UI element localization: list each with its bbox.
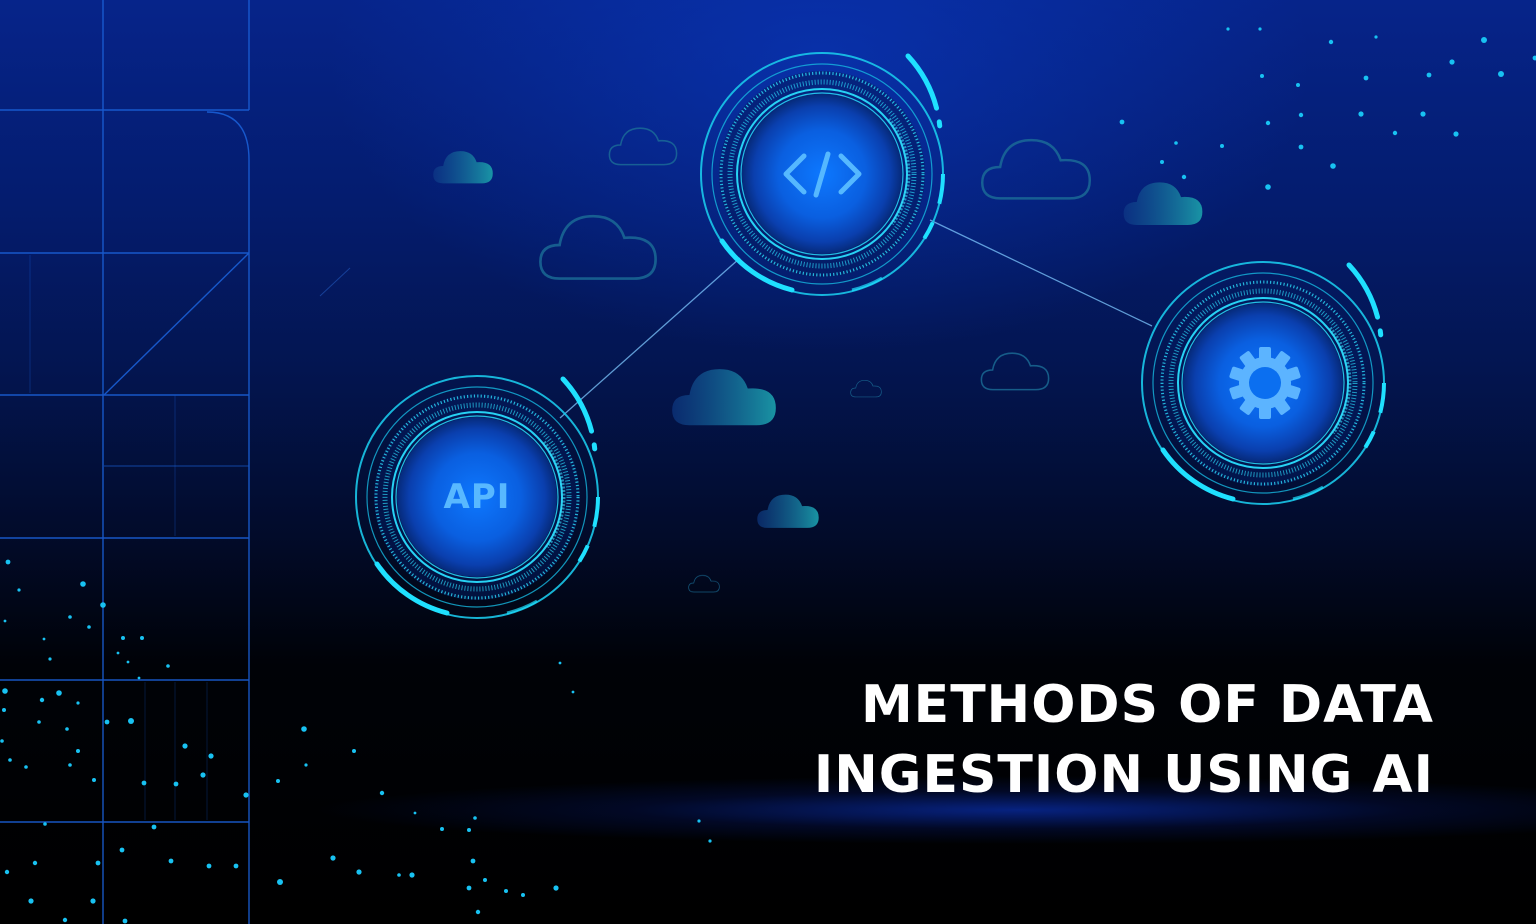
- title-line-2: INGESTION USING AI: [813, 745, 1434, 805]
- api-node-label-wrap: API: [397, 417, 557, 577]
- title-line-1: METHODS OF DATA: [860, 675, 1434, 735]
- api-label: API: [443, 477, 511, 517]
- gear-icon: [1229, 347, 1301, 419]
- code-brackets-icon: [783, 151, 862, 198]
- page-title: METHODS OF DATA INGESTION USING AI: [814, 670, 1434, 810]
- light-streak: [240, 770, 1536, 850]
